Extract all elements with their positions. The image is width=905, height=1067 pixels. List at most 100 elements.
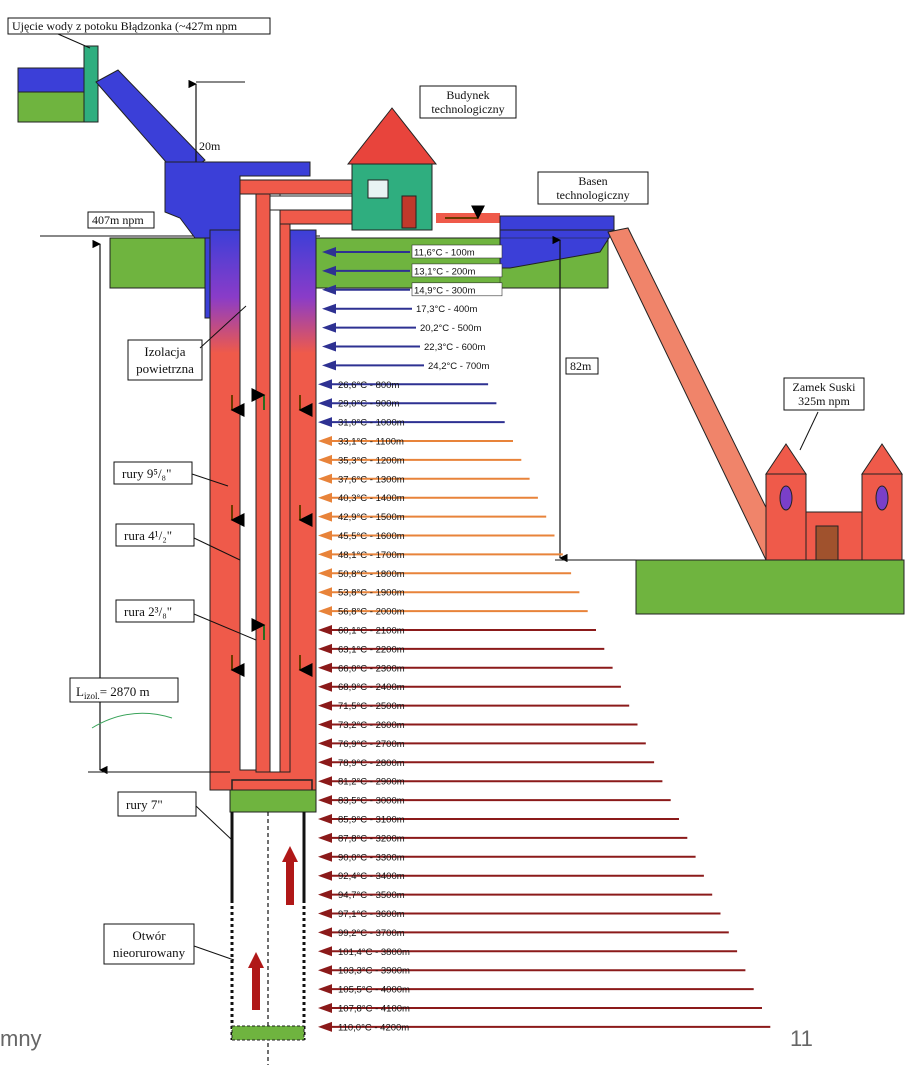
arrow-head	[318, 662, 332, 673]
temperature-label: 17,3°C - 400m	[416, 304, 477, 315]
temperature-arrow: 78,9°C - 2800m	[318, 757, 655, 769]
temperature-arrow: 11,6°C - 100m	[322, 244, 503, 259]
castle-label-box	[783, 377, 865, 411]
arrow-head	[318, 436, 332, 446]
building-label-box	[419, 85, 517, 119]
temperature-label: 85,9°C - 3100m	[338, 815, 405, 826]
temperature-arrow: 40,3°C - 1400m	[318, 492, 538, 504]
pipe-238-label-box	[115, 599, 195, 623]
arrow-head	[318, 832, 332, 843]
arrow-head	[318, 511, 332, 522]
arrow-head	[318, 379, 332, 390]
arrow-head	[318, 814, 332, 824]
height-82m-label: 82m	[570, 359, 592, 373]
temperature-arrow: 35,3°C - 1200m	[318, 454, 522, 466]
arrow-head	[318, 700, 332, 711]
arrow-head	[318, 398, 332, 409]
temperature-label: 35,3°C - 1200m	[338, 455, 405, 466]
arrow-head	[322, 265, 336, 276]
basin-label-2: technologiczny	[556, 188, 629, 202]
temperature-arrow: 68,9°C - 2400m	[318, 681, 621, 693]
temperature-label: 83,5°C - 3000m	[338, 796, 405, 807]
temperature-label: 24,2°C - 700m	[428, 361, 489, 372]
temperature-arrow: 60,1°C - 2100m	[318, 625, 596, 637]
arrow-head	[318, 851, 332, 862]
temperature-label: 110,0°C - 4200m	[338, 1022, 409, 1033]
lizol-label: L	[76, 684, 84, 699]
insulation-label-box	[127, 339, 203, 381]
temperature-label: 26,6°C - 800m	[338, 380, 399, 391]
temperature-label: 20,2°C - 500m	[420, 323, 481, 334]
temperature-arrow: 20,2°C - 500m	[322, 322, 481, 334]
temperature-arrow: 24,2°C - 700m	[322, 360, 489, 372]
arrow-head	[322, 247, 336, 257]
pipe-958-label: rury 9⁵/₈"	[122, 466, 171, 481]
temperature-label: 68,9°C - 2400m	[338, 682, 405, 693]
temperature-label: 42,9°C - 1500m	[338, 512, 405, 523]
arrow-head	[318, 795, 332, 806]
arrow-head	[318, 625, 332, 635]
temperature-label: 50,8°C - 1800m	[338, 569, 405, 580]
temperature-label: 11,6°C - 100m	[414, 248, 475, 259]
svg-text:Lizol.= 2870 m: Lizol.= 2870 m	[76, 684, 150, 701]
pipe-7-label: rury 7"	[126, 797, 163, 812]
temperature-arrow: 45,5°C - 1600m	[318, 530, 555, 542]
pipe-7-label-box	[117, 791, 197, 817]
arrow-head	[318, 681, 332, 692]
temperature-arrow: 33,1°C - 1100m	[318, 436, 513, 448]
basin-label-1: Basen	[578, 174, 607, 188]
basin-label-box	[537, 171, 649, 205]
temperature-arrow: 42,9°C - 1500m	[318, 511, 547, 523]
temperature-label: 14,9°C - 300m	[414, 285, 475, 296]
lizol-label-box	[69, 677, 179, 703]
temperature-label: 48,1°C - 1700m	[338, 550, 405, 561]
pipe-238-label: rura 2³/₈"	[124, 604, 172, 619]
temperature-arrow: 71,5°C - 2500m	[318, 700, 630, 712]
temperature-arrow: 13,1°C - 200m	[322, 263, 503, 277]
arrow-head	[318, 776, 332, 787]
temperature-arrow: 110,0°C - 4200m	[318, 1021, 771, 1033]
arrow-head	[322, 341, 336, 352]
temperature-label: 63,1°C - 2200m	[338, 644, 405, 655]
page-number: 11	[790, 1026, 813, 1051]
arrow-head	[318, 587, 332, 598]
arrow-head	[318, 719, 332, 730]
arrow-head	[318, 606, 332, 617]
intake-label-box	[7, 17, 271, 35]
temperature-label: 107,8°C - 4100m	[338, 1004, 410, 1015]
lizol-subscript: izol.	[84, 691, 100, 701]
temperature-arrow: 87,8°C - 3200m	[318, 832, 688, 844]
temperature-arrow: 50,8°C - 1800m	[318, 568, 572, 580]
temperature-label: 31,0°C - 1000m	[338, 418, 405, 429]
temperature-arrow: 81,2°C - 2900m	[318, 776, 663, 788]
arrow-head	[322, 284, 336, 295]
uncased-label-box	[103, 923, 195, 965]
arrow-head	[318, 908, 332, 919]
temperature-arrow: 85,9°C - 3100m	[318, 814, 679, 826]
temperature-label-bg	[411, 282, 503, 297]
temperature-arrow: 26,6°C - 800m	[318, 379, 489, 391]
arrow-head	[318, 549, 332, 560]
temperature-arrow: 94,7°C - 3500m	[318, 889, 713, 901]
temperature-arrow: 101,4°C - 3800m	[318, 946, 738, 958]
temperature-arrow: 29,0°C - 900m	[318, 398, 497, 410]
temperature-label: 97,1°C - 3600m	[338, 909, 405, 920]
temperature-label: 90,0°C - 3300m	[338, 852, 405, 863]
temperature-arrow: 48,1°C - 1700m	[318, 549, 563, 561]
intake-label: Ujęcie wody z potoku Błądzonka (~427m np…	[12, 19, 238, 33]
intake-pipe	[95, 69, 206, 179]
temperature-label: 66,0°C - 2300m	[338, 663, 405, 674]
temperature-label: 33,1°C - 1100m	[338, 437, 404, 448]
arrow-head	[318, 757, 332, 768]
temperature-arrow: 53,8°C - 1900m	[318, 587, 580, 599]
castle-label-2: 325m npm	[798, 394, 850, 408]
temperature-arrow: 14,9°C - 300m	[322, 282, 503, 297]
uncased-label-1: Otwór	[132, 928, 166, 943]
temperature-arrow: 22,3°C - 600m	[322, 341, 485, 353]
temperature-arrow: 73,2°C - 2600m	[318, 719, 638, 731]
elevation-407-box	[87, 211, 155, 229]
uncased-borehole	[230, 812, 306, 1065]
temperature-label-bg	[411, 244, 503, 259]
arrow-head	[318, 454, 332, 465]
temperature-arrow: 103,3°C - 3900m	[318, 965, 746, 977]
